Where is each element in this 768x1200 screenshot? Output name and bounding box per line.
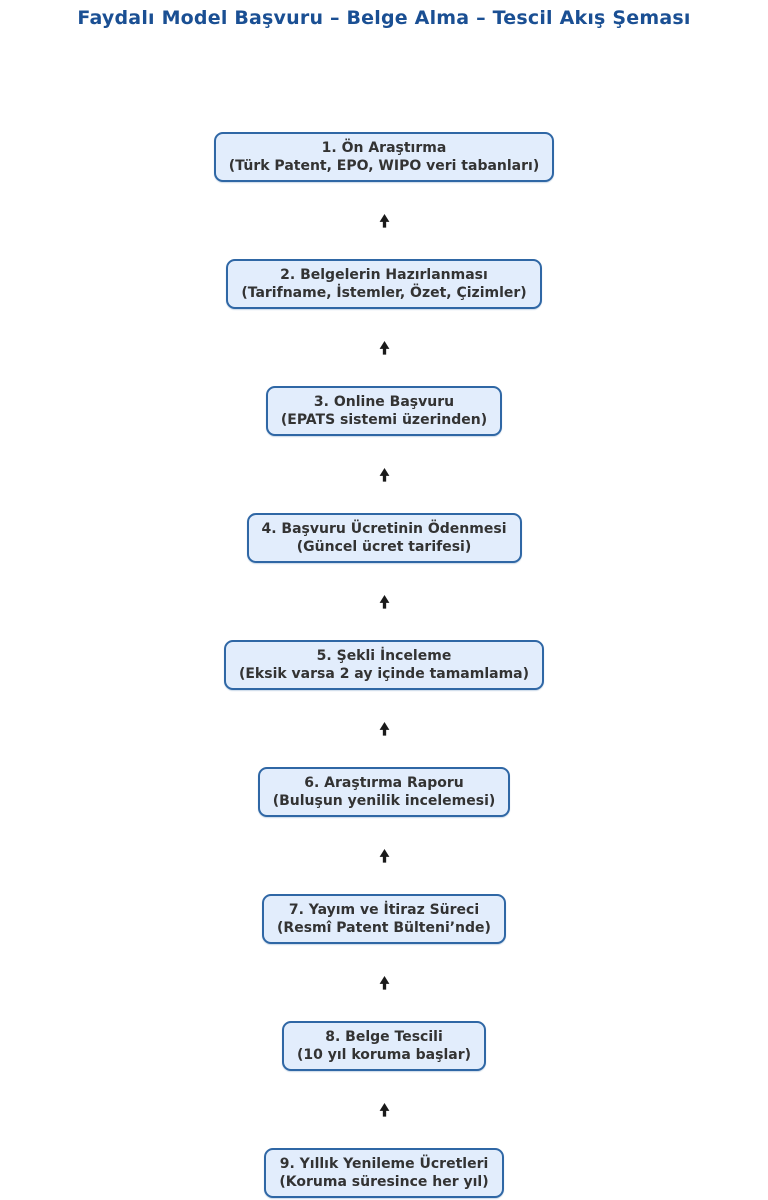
up-arrow-icon [379,467,389,482]
flow-step-8: 8. Belge Tescili (10 yıl koruma başlar) [281,1021,487,1071]
arrow-gap [379,1071,390,1148]
flow-step-6: 6. Araştırma Raporu (Buluşun yenilik inc… [257,767,511,817]
step-title: 8. Belge Tescili [325,1029,443,1045]
arrow-gap [379,563,390,640]
step-title: 2. Belgelerin Hazırlanması [280,267,488,283]
step-title: 1. Ön Araştırma [321,140,447,156]
flow-step-5: 5. Şekli İnceleme (Eksik varsa 2 ay için… [223,640,545,690]
arrow-gap [379,182,390,259]
step-subtitle: (Resmî Patent Bülteni’nde) [277,920,491,936]
step-subtitle: (10 yıl koruma başlar) [296,1047,472,1063]
step-title: 3. Online Başvuru [313,394,455,410]
arrow-gap [379,690,390,767]
flow-step-3: 3. Online Başvuru (EPATS sistemi üzerind… [265,386,503,436]
flow-step-2: 2. Belgelerin Hazırlanması (Tarifname, İ… [226,259,542,309]
flow-step-9: 9. Yıllık Yenileme Ücretleri (Koruma sür… [264,1148,504,1198]
step-title: 4. Başvuru Ücretinin Ödenmesi [261,521,507,537]
arrow-gap [379,309,390,386]
page-title: Faydalı Model Başvuru – Belge Alma – Tes… [77,7,691,29]
step-title: 6. Araştırma Raporu [304,775,464,791]
step-subtitle: (Tarifname, İstemler, Özet, Çizimler) [241,285,527,301]
up-arrow-icon [379,721,389,736]
step-subtitle: (Buluşun yenilik incelemesi) [272,793,496,809]
step-subtitle: (Eksik varsa 2 ay içinde tamamlama) [238,666,530,682]
flow-step-4: 4. Başvuru Ücretinin Ödenmesi (Güncel üc… [246,513,522,563]
step-subtitle: (Güncel ücret tarifesi) [296,539,472,555]
up-arrow-icon [379,213,389,228]
flow-column: 1. Ön Araştırma (Türk Patent, EPO, WIPO … [0,132,768,1198]
up-arrow-icon [379,848,389,863]
up-arrow-icon [379,340,389,355]
step-subtitle: (Koruma süresince her yıl) [279,1174,489,1190]
step-subtitle: (Türk Patent, EPO, WIPO veri tabanları) [228,158,540,174]
up-arrow-icon [379,975,389,990]
up-arrow-icon [379,594,389,609]
arrow-gap [379,944,390,1021]
step-subtitle: (EPATS sistemi üzerinden) [280,412,488,428]
arrow-gap [379,436,390,513]
step-title: 9. Yıllık Yenileme Ücretleri [279,1156,489,1172]
step-title: 7. Yayım ve İtiraz Süreci [288,902,480,918]
arrow-gap [379,817,390,894]
flow-step-7: 7. Yayım ve İtiraz Süreci (Resmî Patent … [262,894,506,944]
step-title: 5. Şekli İnceleme [316,648,452,664]
flow-step-1: 1. Ön Araştırma (Türk Patent, EPO, WIPO … [213,132,555,182]
up-arrow-icon [379,1102,389,1117]
